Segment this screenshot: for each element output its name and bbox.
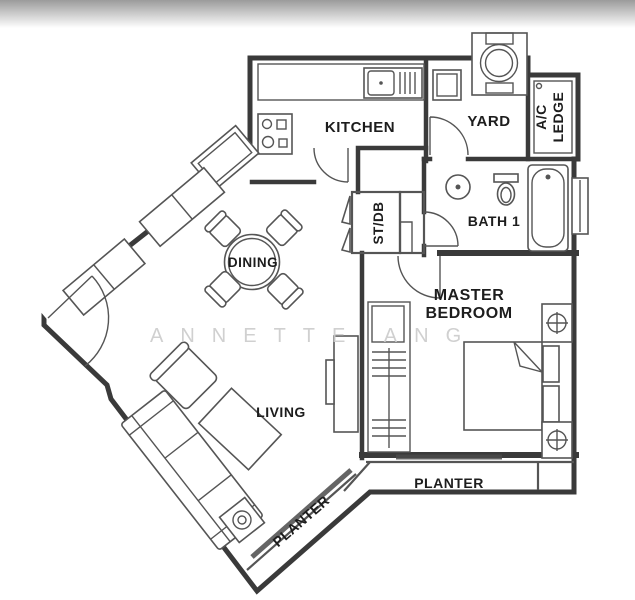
sideboard (61, 237, 147, 317)
master-bedroom-label-line2: BEDROOM (425, 305, 512, 322)
yard-label: YARD (467, 113, 510, 130)
scan-gradient (0, 0, 635, 28)
ac-ledge-label-line1: A/C (533, 104, 549, 130)
stove (257, 113, 293, 155)
washing-machine (471, 32, 528, 96)
master-bedroom-label-line1: MASTER (434, 287, 505, 304)
pillow (542, 345, 560, 383)
planter-rear (343, 460, 574, 492)
toilet (493, 173, 519, 206)
wash-basin (445, 174, 471, 200)
dining-label: DINING (228, 255, 278, 270)
dining-chair (266, 272, 304, 310)
coffee-table (197, 387, 283, 471)
side-table-plant (218, 496, 266, 544)
dining-chair (204, 270, 242, 308)
planter-rear-label: PLANTER (414, 475, 484, 491)
tv-console (325, 335, 359, 433)
dining-chair (204, 210, 242, 248)
living-label: LIVING (256, 404, 306, 420)
ac-ledge-label-line2: LEDGE (550, 92, 566, 143)
nightstand-lamp (541, 421, 573, 459)
bath-window (571, 177, 589, 235)
nightstand-lamp (541, 303, 573, 343)
pillow (542, 385, 560, 423)
stdb-store (340, 190, 426, 255)
kitchen-counter (257, 63, 425, 101)
sideboard (138, 166, 226, 248)
bathtub (527, 164, 569, 252)
bed (463, 341, 560, 431)
door-swing (47, 116, 469, 367)
sofa (121, 390, 263, 550)
bath1-label: BATH 1 (468, 213, 521, 229)
dining-table (223, 233, 281, 291)
kitchen-sink (363, 67, 423, 99)
watermark: ANNETTE ANG (150, 325, 478, 347)
armchair (149, 341, 218, 410)
hallway-walls (355, 145, 429, 195)
wardrobe (367, 301, 411, 453)
planter-diagonal (246, 468, 357, 571)
stdb-label: ST/DB (371, 202, 386, 245)
ac-ledge-detail (533, 80, 573, 154)
kitchen-label: KITCHEN (325, 119, 395, 136)
dining-chair (265, 209, 303, 247)
water-heater (432, 69, 462, 101)
